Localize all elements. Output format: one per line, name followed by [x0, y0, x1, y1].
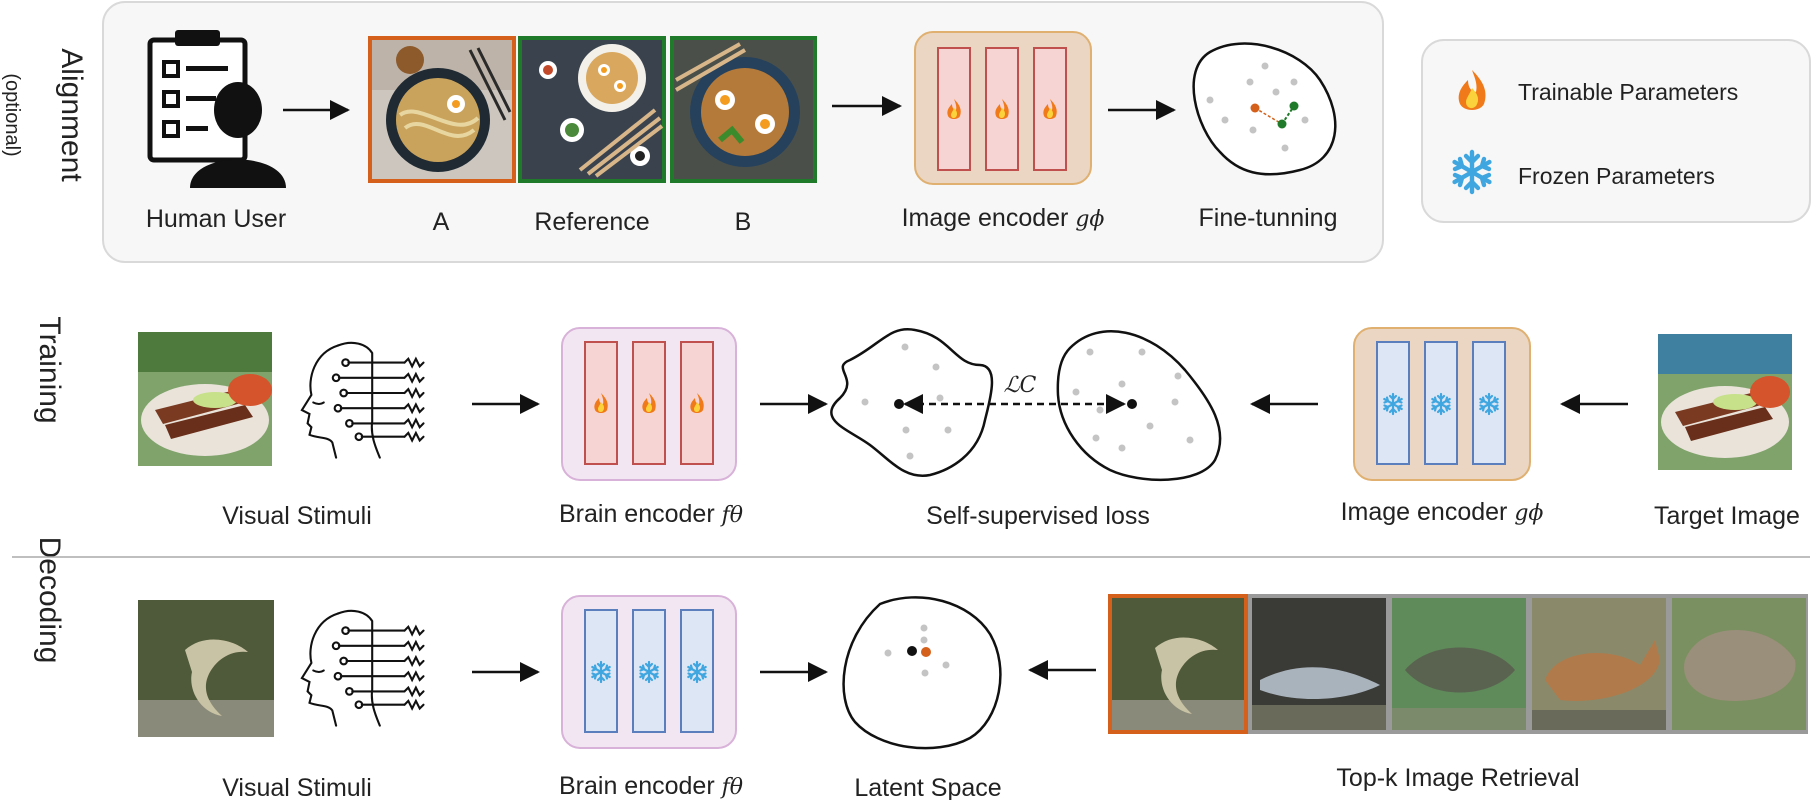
decoding-brain-encoder	[561, 595, 737, 749]
target-image	[1658, 334, 1792, 470]
retrieved-image-1	[1108, 594, 1248, 734]
row-label-decoding: Decoding	[33, 537, 66, 664]
training-brain-encoder-label: Brain encoder fθ	[559, 500, 743, 528]
finetune-label: Fine-tunning	[1199, 204, 1338, 232]
retrieval-strip	[1108, 594, 1808, 734]
contrastive-loss-symbol: ℒC	[1004, 373, 1037, 398]
training-brain-encoder	[561, 327, 737, 481]
target-image-label: Target Image	[1654, 502, 1800, 530]
self-supervised-loss-label: Self-supervised loss	[926, 502, 1150, 530]
legend-trainable-label: Trainable Parameters	[1518, 79, 1738, 105]
ramen-image-a	[368, 36, 516, 183]
image-b-label: B	[735, 208, 752, 236]
retrieved-image-3	[1392, 598, 1526, 730]
ramen-reference-image	[518, 36, 666, 183]
retrieved-image-2	[1252, 598, 1386, 730]
human-user-label: Human User	[146, 205, 286, 233]
row-label-alignment: Alignment	[55, 48, 88, 182]
alignment-image-encoder	[914, 31, 1092, 185]
image-a-label: A	[433, 208, 450, 236]
legend-frozen-label: Frozen Parameters	[1518, 163, 1715, 189]
legend: Trainable Parameters Frozen Parameters	[1421, 39, 1811, 223]
clipboard-user-icon	[147, 30, 286, 188]
latent-space-blob	[842, 596, 1002, 750]
decoding-visual-stimuli-label: Visual Stimuli	[222, 774, 372, 800]
training-image-encoder-label: Image encoder gϕ	[1341, 498, 1544, 526]
retrieved-image-4	[1532, 598, 1666, 730]
image-latent-blob	[1056, 329, 1222, 482]
top-k-retrieval-label: Top-k Image Retrieval	[1336, 764, 1579, 792]
row-label-training: Training	[33, 316, 66, 423]
training-stimulus-image	[138, 332, 272, 466]
brain-latent-blob	[830, 327, 994, 478]
training-image-encoder	[1353, 327, 1531, 481]
finetune-latent-blob	[1192, 42, 1337, 176]
alignment-encoder-label: Image encoder gϕ	[902, 204, 1105, 232]
decoding-stimulus-image	[138, 600, 274, 737]
row-label-alignment-optional: (optional)	[1, 73, 23, 156]
head-electrodes-icon	[300, 609, 425, 727]
decoding-brain-encoder-label: Brain encoder fθ	[559, 772, 743, 800]
ramen-image-b	[670, 36, 817, 183]
head-electrodes-icon	[300, 341, 425, 459]
latent-space-label: Latent Space	[854, 774, 1001, 800]
training-visual-stimuli-label: Visual Stimuli	[222, 502, 372, 530]
reference-label: Reference	[534, 208, 649, 236]
retrieved-image-5	[1672, 598, 1806, 730]
